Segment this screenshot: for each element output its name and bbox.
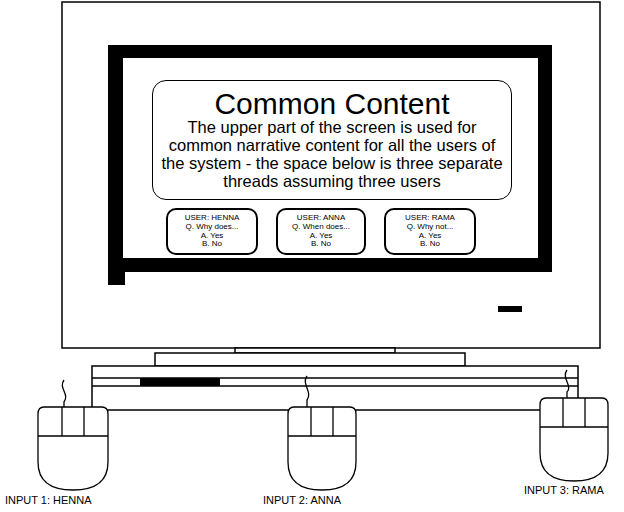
drive-slot xyxy=(140,378,220,386)
user-name: USER: RAMA xyxy=(389,214,471,223)
mouse xyxy=(38,407,108,490)
answer-option: B. No xyxy=(171,240,253,249)
mouse xyxy=(288,407,356,490)
common-content-box: Common ContentThe upper part of the scre… xyxy=(152,80,512,200)
answer-option: A. Yes xyxy=(281,232,361,241)
mouse xyxy=(540,398,608,481)
user-thread-box: USER: ANNAQ. When does...A. YesB. No xyxy=(276,208,366,255)
answer-option: A. Yes xyxy=(389,232,471,241)
mouse-cable xyxy=(305,376,308,407)
power-light xyxy=(498,306,522,312)
mouse-cable xyxy=(565,370,568,398)
screen-bezel-shadow xyxy=(108,270,125,285)
question: Q. When does... xyxy=(281,223,361,232)
content-title: Common Content xyxy=(157,88,507,120)
answer-option: B. No xyxy=(389,240,471,249)
screen xyxy=(123,58,538,258)
monitor-stand xyxy=(155,353,465,366)
computer-base xyxy=(92,366,578,410)
input-label: INPUT 3: RAMA xyxy=(523,484,605,496)
content-body: The upper part of the screen is used for… xyxy=(157,119,507,190)
answer-option: A. Yes xyxy=(171,232,253,241)
input-label: INPUT 1: HENNA xyxy=(4,494,93,506)
screen-bezel xyxy=(108,45,552,272)
user-thread-box: USER: HENNAQ. Why does...A. YesB. No xyxy=(166,208,258,255)
question: Q. Why not... xyxy=(389,223,471,232)
answer-option: B. No xyxy=(281,240,361,249)
user-name: USER: ANNA xyxy=(281,214,361,223)
user-name: USER: HENNA xyxy=(171,214,253,223)
mouse-cable xyxy=(62,380,65,407)
monitor-casing xyxy=(62,2,600,348)
question: Q. Why does... xyxy=(171,223,253,232)
input-label: INPUT 2: ANNA xyxy=(262,494,342,506)
user-thread-box: USER: RAMAQ. Why not...A. YesB. No xyxy=(384,208,476,255)
